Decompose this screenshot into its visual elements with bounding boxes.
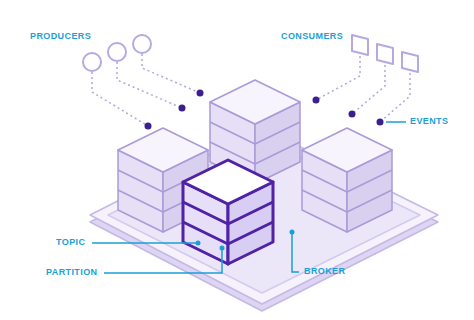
callout-label: TOPIC <box>56 237 85 248</box>
broker-stack-right <box>302 128 392 232</box>
dotted-consumer-lines <box>316 56 410 122</box>
topic-stack-front <box>183 160 273 264</box>
dotted-producer-lines <box>92 54 200 126</box>
callout-label: PRODUCERS <box>30 31 91 42</box>
leader-dots <box>196 230 295 251</box>
consumer-squares <box>352 35 418 72</box>
producer-circles <box>83 35 151 71</box>
leader-lines <box>92 122 406 273</box>
callout-label: PARTITION <box>46 267 97 278</box>
callout-label: EVENTS <box>410 116 448 127</box>
callout-label: BROKER <box>304 266 345 277</box>
callout-label: CONSUMERS <box>281 31 343 42</box>
